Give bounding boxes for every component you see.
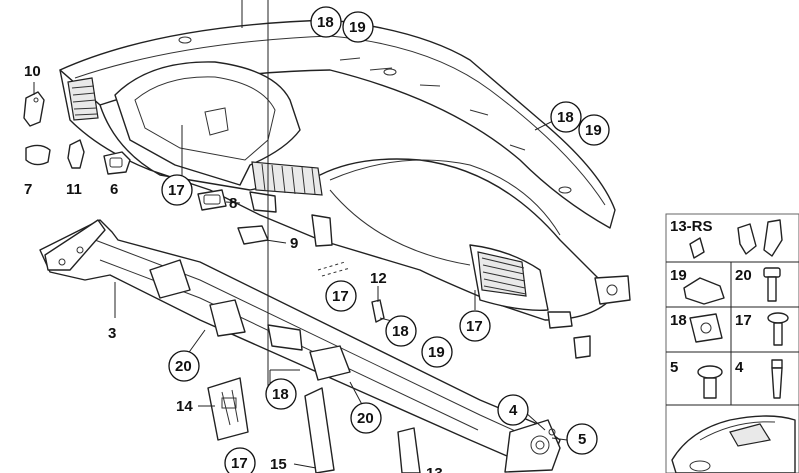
bracket-icon: [207, 377, 249, 441]
callout-10: 10: [24, 63, 41, 80]
clip-icon: [25, 144, 51, 166]
screw-icon: [771, 359, 783, 369]
callout-14: 14: [176, 398, 193, 415]
legend-header: 13-RS: [670, 218, 713, 235]
callout-20b: 20: [357, 410, 374, 427]
bracket-icon: [23, 91, 45, 127]
legend-20: 20: [735, 267, 752, 284]
callout-8: 8: [229, 195, 237, 212]
legend-4: 4: [735, 359, 744, 376]
leader-lines: [33, 0, 568, 469]
callout-18d: 18: [272, 386, 289, 403]
dashboard-icon: [59, 19, 631, 359]
screw-icon: [763, 267, 781, 278]
callout-c7: 7: [24, 181, 32, 198]
callout-15: 15: [270, 456, 287, 473]
cross-member-icon: [39, 219, 561, 473]
nut-icon: [683, 277, 725, 305]
air-vent-icon: [197, 189, 227, 211]
callout-11: 11: [66, 181, 82, 198]
legend-5: 5: [670, 359, 678, 376]
screw-icon: [767, 312, 789, 324]
callout-19a: 19: [349, 19, 366, 36]
legend-19: 19: [670, 267, 687, 284]
callout-4: 4: [509, 402, 518, 419]
bracket-icon: [304, 387, 335, 473]
screw-icon: [697, 365, 723, 379]
legend-17: 17: [735, 312, 752, 329]
legend-panel: 13-RS 19 20 18 17 5 4: [665, 213, 799, 473]
bracket-icon: [737, 223, 757, 255]
callout-17c: 17: [466, 318, 483, 335]
callout-6: 6: [110, 181, 118, 198]
callout-5: 5: [578, 431, 586, 448]
clip-icon: [371, 299, 385, 323]
legend-18: 18: [670, 312, 687, 329]
callout-17b: 17: [332, 288, 349, 305]
car-silhouette-icon: [671, 415, 796, 473]
air-vent-icon: [103, 151, 131, 175]
callout-c11: 11: [66, 181, 82, 198]
callout-c6: 6: [110, 181, 118, 198]
callout-13: 13: [426, 465, 443, 473]
callout-18c: 18: [392, 323, 409, 340]
callout-3: 3: [108, 325, 116, 342]
callout-17a: 17: [168, 182, 185, 199]
callout-20a: 20: [175, 358, 192, 375]
clip-icon: [689, 237, 705, 259]
callout-19c: 19: [428, 344, 445, 361]
clip-icon: [67, 139, 85, 169]
callout-19b: 19: [585, 122, 602, 139]
callout-c10: 10: [24, 63, 41, 80]
callout-18a: 18: [317, 14, 334, 31]
callout-18b: 18: [557, 109, 574, 126]
callout-12: 12: [370, 270, 387, 287]
callout-9: 9: [290, 235, 298, 252]
nut-icon: [689, 313, 723, 343]
callout-17d: 17: [231, 455, 248, 472]
callout-7: 7: [24, 181, 32, 198]
bracket-icon: [763, 219, 783, 257]
